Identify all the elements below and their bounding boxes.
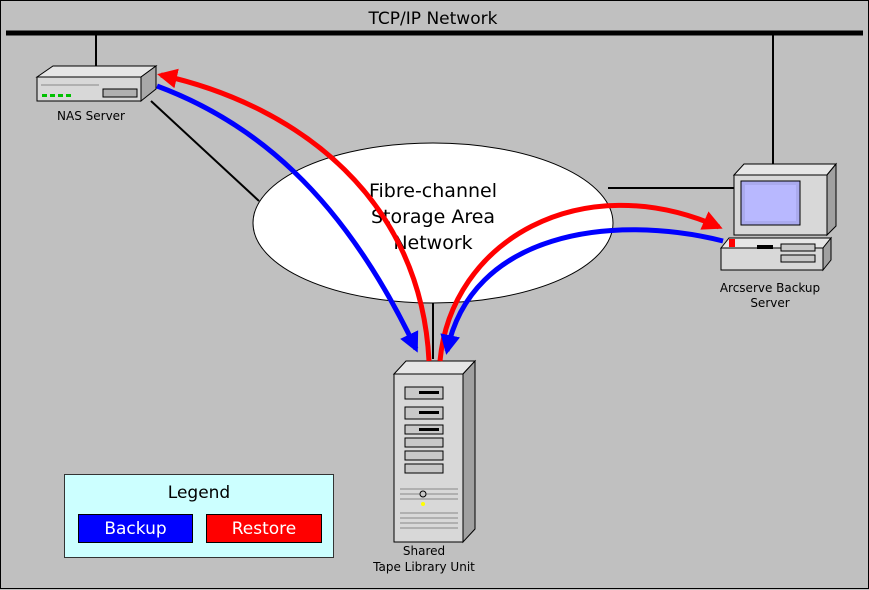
legend-restore-swatch: Restore <box>206 514 322 543</box>
legend-backup-swatch: Backup <box>78 514 193 543</box>
nas-server-label: NAS Server <box>57 109 125 123</box>
san-label-line-1: Fibre-channel <box>369 180 497 202</box>
san-label-line-2: Storage Area <box>371 206 495 228</box>
backup-arrow-server-to-tape <box>440 227 724 355</box>
restore-arrow-tape-to-server <box>437 202 723 362</box>
restore-arrow-tape-to-nas <box>157 68 432 362</box>
nas-server-icon <box>35 65 158 103</box>
legend-backup-label: Backup <box>104 518 167 539</box>
legend-title: Legend <box>167 483 231 503</box>
tape-library-label-line-2: Tape Library Unit <box>372 560 475 574</box>
tape-library-icon <box>392 359 477 544</box>
backup-server-label-line-1: Arcserve Backup <box>720 281 820 295</box>
legend: Legend Backup Restore <box>64 474 334 558</box>
tape-library-label-line-1: Shared <box>403 544 445 558</box>
backup-server-icon <box>719 162 838 272</box>
backup-server-label-line-2: Server <box>750 296 789 310</box>
legend-restore-label: Restore <box>231 518 297 539</box>
san-label-line-3: Network <box>393 232 472 254</box>
tcpip-network-label: TCP/IP Network <box>368 9 498 29</box>
san-cloud <box>252 142 614 304</box>
nas-san-link <box>150 100 260 202</box>
backup-arrow-nas-to-tape <box>156 83 419 353</box>
